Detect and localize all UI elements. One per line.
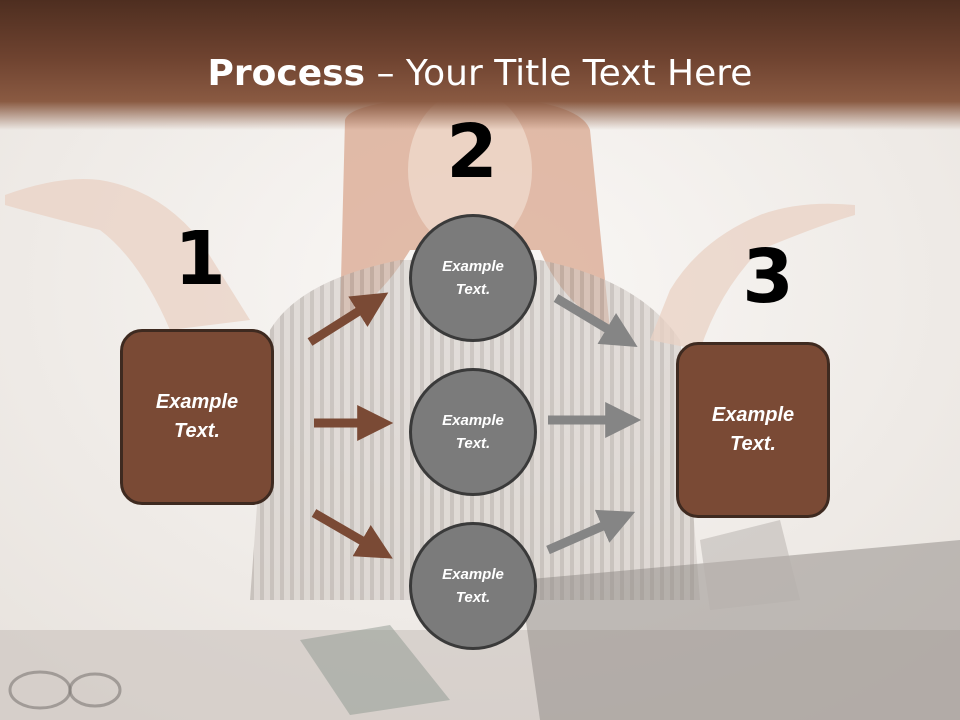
step-number-3: 3 <box>742 234 794 320</box>
arrow-top-to-right <box>553 294 638 347</box>
arrow-bottom-to-right <box>546 509 636 555</box>
circle-top: Example Text. <box>409 214 537 342</box>
step-number-2: 2 <box>446 109 498 195</box>
step-number-1: 1 <box>174 216 226 302</box>
arrow-left-to-bottom <box>311 509 393 559</box>
title-bold: Process <box>207 53 366 94</box>
circle-middle: Example Text. <box>409 368 537 496</box>
left-step-box: Example Text. <box>120 329 274 505</box>
slide-title: Process – Your Title Text Here <box>0 50 960 98</box>
title-bar <box>0 0 960 130</box>
right-step-box: Example Text. <box>676 342 830 518</box>
circle-bottom-label: Example Text. <box>442 566 504 606</box>
right-step-label: Example Text. <box>711 404 795 455</box>
circle-middle-label: Example Text. <box>442 412 504 452</box>
arrow-left-to-top <box>307 292 389 346</box>
title-rest: – Your Title Text Here <box>365 53 753 94</box>
left-step-label: Example Text. <box>155 391 239 442</box>
circle-bottom: Example Text. <box>409 522 537 650</box>
circle-top-label: Example Text. <box>442 258 504 298</box>
